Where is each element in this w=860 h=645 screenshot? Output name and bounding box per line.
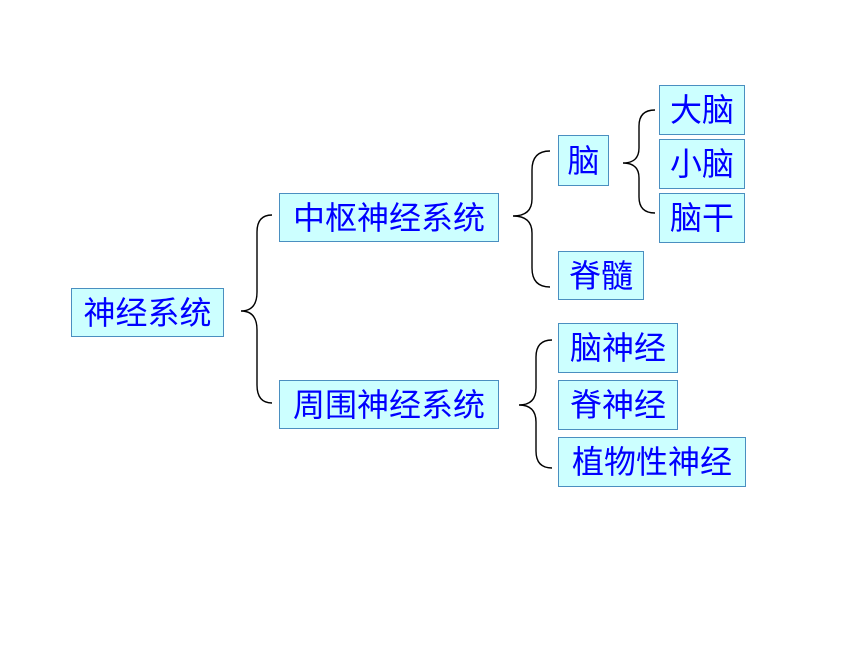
spinal-cord-node: 脊髓 [558, 251, 644, 300]
central-nervous-system-node: 中枢神经系统 [279, 193, 499, 242]
autonomic-nerves-node: 植物性神经 [558, 437, 746, 487]
brain-node: 脑 [558, 135, 609, 186]
brainstem-node: 脑干 [659, 193, 745, 243]
cranial-nerves-node: 脑神经 [558, 323, 678, 373]
peripheral-brace [518, 339, 553, 469]
cerebellum-node: 小脑 [659, 139, 745, 189]
central-brace [512, 150, 551, 288]
root-node: 神经系统 [71, 288, 224, 337]
cerebrum-node: 大脑 [659, 85, 745, 135]
root-brace [240, 214, 273, 404]
peripheral-nervous-system-node: 周围神经系统 [279, 380, 499, 429]
brain-brace [622, 109, 656, 214]
spinal-nerves-node: 脊神经 [558, 380, 678, 430]
